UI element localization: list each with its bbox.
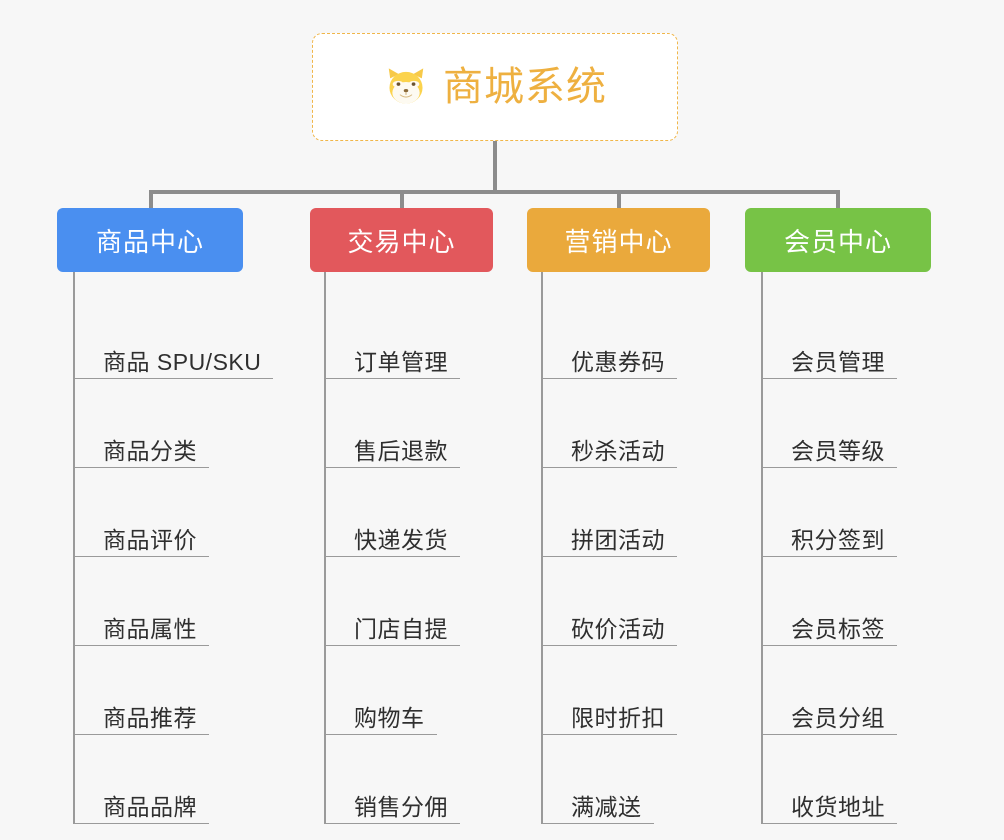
leaf-label: 拼团活动 xyxy=(571,526,665,553)
leaf-item[interactable]: 秒杀活动 xyxy=(541,379,677,468)
leaf-label: 商品分类 xyxy=(103,437,197,464)
leaf-label: 会员分组 xyxy=(791,704,885,731)
leaf-label: 限时折扣 xyxy=(571,704,665,731)
leaf-item[interactable]: 砍价活动 xyxy=(541,557,677,646)
leaf-label: 砍价活动 xyxy=(571,615,665,642)
category-header-0[interactable]: 商品中心 xyxy=(57,208,243,272)
leaf-item[interactable]: 订单管理 xyxy=(324,290,460,379)
category-header-1[interactable]: 交易中心 xyxy=(310,208,493,272)
leaf-label: 订单管理 xyxy=(354,348,448,375)
category-title-2: 营销中心 xyxy=(564,226,673,257)
leaf-item[interactable]: 优惠券码 xyxy=(541,290,677,379)
leaf-label: 商品品牌 xyxy=(103,793,197,820)
leaf-label: 售后退款 xyxy=(354,437,448,464)
leaf-list-1: 订单管理 售后退款 快递发货 门店自提 购物车 销售分佣 xyxy=(324,272,493,824)
category-title-0: 商品中心 xyxy=(95,226,204,257)
category-title-1: 交易中心 xyxy=(347,226,456,257)
leaf-item[interactable]: 商品评价 xyxy=(73,468,209,557)
leaf-label: 积分签到 xyxy=(791,526,885,553)
trunk-line-0 xyxy=(73,272,75,824)
leaf-item[interactable]: 会员分组 xyxy=(761,646,897,735)
branch-column-member-center: 会员中心 会员管理 会员等级 积分签到 会员标签 会员分组 收货地址 xyxy=(745,208,931,824)
branch-column-product-center: 商品中心 商品 SPU/SKU 商品分类 商品评价 商品属性 商品推荐 商品品牌 xyxy=(57,208,273,824)
leaf-item[interactable]: 会员等级 xyxy=(761,379,897,468)
leaf-item[interactable]: 商品品牌 xyxy=(73,735,209,824)
category-title-3: 会员中心 xyxy=(783,226,892,257)
leaf-label: 门店自提 xyxy=(354,615,448,642)
leaf-item[interactable]: 商品属性 xyxy=(73,557,209,646)
leaf-item[interactable]: 门店自提 xyxy=(324,557,460,646)
leaf-item[interactable]: 积分签到 xyxy=(761,468,897,557)
leaf-item[interactable]: 销售分佣 xyxy=(324,735,460,824)
root-node[interactable]: 商城系统 xyxy=(312,33,678,141)
leaf-label: 商品属性 xyxy=(103,615,197,642)
leaf-item[interactable]: 商品推荐 xyxy=(73,646,209,735)
leaf-label: 商品推荐 xyxy=(103,704,197,731)
leaf-item[interactable]: 商品 SPU/SKU xyxy=(73,290,273,379)
shiba-dog-icon xyxy=(388,68,424,104)
leaf-item[interactable]: 收货地址 xyxy=(761,735,897,824)
leaf-item[interactable]: 拼团活动 xyxy=(541,468,677,557)
leaf-label: 商品 SPU/SKU xyxy=(103,348,262,375)
leaf-label: 会员标签 xyxy=(791,615,885,642)
leaf-label: 满减送 xyxy=(571,793,642,820)
leaf-label: 会员管理 xyxy=(791,348,885,375)
leaf-item[interactable]: 满减送 xyxy=(541,735,654,824)
leaf-label: 优惠券码 xyxy=(571,348,665,375)
leaf-item[interactable]: 快递发货 xyxy=(324,468,460,557)
branch-column-marketing-center: 营销中心 优惠券码 秒杀活动 拼团活动 砍价活动 限时折扣 满减送 xyxy=(527,208,710,824)
trunk-line-2 xyxy=(541,272,543,824)
category-header-3[interactable]: 会员中心 xyxy=(745,208,931,272)
leaf-list-0: 商品 SPU/SKU 商品分类 商品评价 商品属性 商品推荐 商品品牌 xyxy=(73,272,273,824)
leaf-label: 销售分佣 xyxy=(354,793,448,820)
leaf-item[interactable]: 购物车 xyxy=(324,646,437,735)
leaf-label: 会员等级 xyxy=(791,437,885,464)
leaf-item[interactable]: 会员标签 xyxy=(761,557,897,646)
connector-drop-1 xyxy=(400,190,404,208)
leaf-item[interactable]: 售后退款 xyxy=(324,379,460,468)
connector-root-stem xyxy=(493,141,497,192)
connector-horizontal-bus xyxy=(149,190,840,194)
leaf-label: 商品评价 xyxy=(103,526,197,553)
leaf-label: 快递发货 xyxy=(354,526,448,553)
connector-drop-2 xyxy=(617,190,621,208)
connector-drop-0 xyxy=(149,190,153,208)
leaf-label: 购物车 xyxy=(354,704,425,731)
leaf-item[interactable]: 商品分类 xyxy=(73,379,209,468)
root-title: 商城系统 xyxy=(443,65,607,109)
trunk-line-1 xyxy=(324,272,326,824)
branch-column-trade-center: 交易中心 订单管理 售后退款 快递发货 门店自提 购物车 销售分佣 xyxy=(310,208,493,824)
connector-drop-3 xyxy=(836,190,840,208)
category-header-2[interactable]: 营销中心 xyxy=(527,208,710,272)
leaf-label: 收货地址 xyxy=(791,793,885,820)
trunk-line-3 xyxy=(761,272,763,824)
leaf-label: 秒杀活动 xyxy=(571,437,665,464)
leaf-list-3: 会员管理 会员等级 积分签到 会员标签 会员分组 收货地址 xyxy=(761,272,931,824)
leaf-list-2: 优惠券码 秒杀活动 拼团活动 砍价活动 限时折扣 满减送 xyxy=(541,272,710,824)
leaf-item[interactable]: 限时折扣 xyxy=(541,646,677,735)
leaf-item[interactable]: 会员管理 xyxy=(761,290,897,379)
